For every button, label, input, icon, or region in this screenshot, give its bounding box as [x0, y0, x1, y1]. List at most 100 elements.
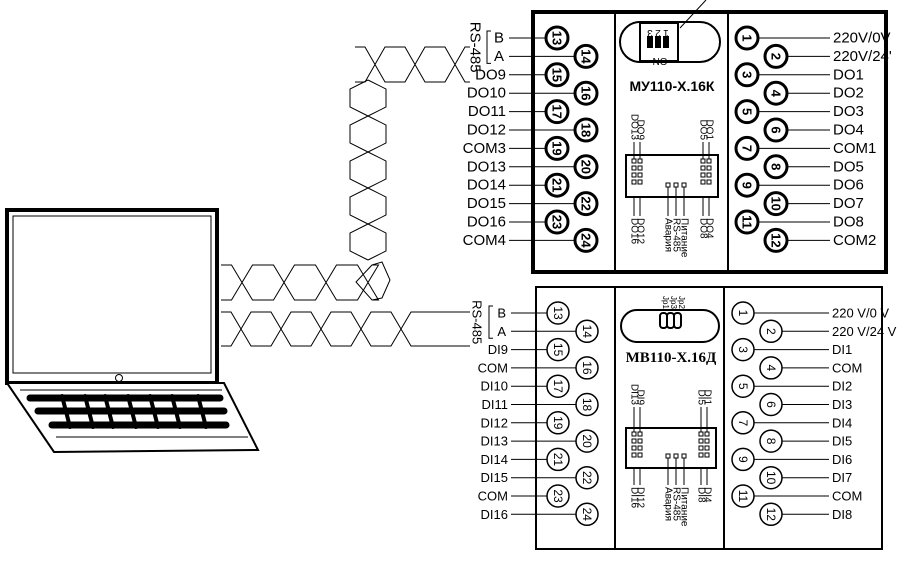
terminal-number: 21 [551, 453, 565, 467]
led-icon [698, 431, 704, 437]
laptop-icon [5, 208, 260, 454]
terminal-23[interactable] [544, 209, 570, 235]
terminal-23[interactable] [546, 484, 570, 508]
jumper-jp3[interactable] [666, 312, 675, 329]
terminal-label: COM2 [833, 232, 876, 249]
terminal-2[interactable] [759, 319, 783, 344]
terminal-16[interactable] [573, 80, 599, 106]
terminal-17[interactable] [546, 374, 570, 398]
terminal-17[interactable] [544, 99, 570, 125]
terminal-label: DI7 [832, 470, 852, 485]
terminal-7[interactable] [734, 135, 760, 161]
terminal-label: COM [832, 360, 862, 375]
led-icon [700, 172, 706, 178]
terminal-label: DO8 [833, 214, 864, 231]
terminal-13[interactable] [546, 301, 570, 325]
dip-on-label: ON [653, 55, 668, 66]
terminal-10[interactable] [763, 191, 789, 217]
terminal-number: 4 [764, 365, 778, 372]
led-label: DI13 [629, 384, 640, 406]
terminal-24[interactable] [573, 227, 599, 253]
jumper-jp1[interactable] [659, 312, 668, 329]
terminal-2[interactable] [763, 43, 789, 69]
status-led-label: RS-485 [671, 487, 682, 521]
terminal-9[interactable] [731, 447, 755, 472]
jumper-label-jp1: Jp1 [661, 296, 670, 309]
terminal-number: 16 [580, 361, 594, 375]
terminal-number: 23 [551, 489, 565, 503]
terminal-21[interactable] [546, 447, 570, 472]
terminal-number: 7 [736, 419, 750, 426]
terminal-22[interactable] [573, 191, 599, 217]
terminal-14[interactable] [575, 319, 599, 344]
led-icon [698, 438, 704, 444]
terminal-8[interactable] [759, 429, 783, 453]
terminal-label: A [497, 324, 506, 339]
terminal-number: 16 [579, 86, 594, 100]
terminal-20[interactable] [573, 154, 599, 180]
cable-segment-riser [349, 79, 387, 261]
terminal-15[interactable] [546, 337, 570, 362]
laptop-screen [12, 215, 212, 374]
terminal-number: 10 [764, 471, 778, 485]
terminal-number: 13 [550, 31, 565, 45]
terminal-18[interactable] [575, 392, 599, 417]
jumper-jp2[interactable] [673, 312, 682, 329]
terminal-14[interactable] [573, 43, 599, 69]
terminal-12[interactable] [759, 502, 783, 527]
terminal-19[interactable] [544, 135, 570, 161]
terminal-number: 15 [550, 68, 565, 82]
terminal-19[interactable] [546, 411, 570, 435]
terminal-label: DO15 [467, 195, 506, 212]
terminal-3[interactable] [734, 62, 760, 88]
terminal-label: B [497, 306, 506, 321]
terminal-20[interactable] [575, 429, 599, 453]
led-icon [631, 172, 637, 178]
terminal-1[interactable] [731, 301, 755, 325]
terminal-5[interactable] [731, 374, 755, 398]
terminal-number: 9 [736, 456, 750, 463]
led-icon [631, 179, 637, 185]
terminal-3[interactable] [731, 337, 755, 362]
led-icon [631, 158, 637, 164]
terminal-21[interactable] [544, 172, 570, 198]
terminal-label: COM [478, 360, 508, 375]
led-label: DI1 [702, 389, 713, 405]
terminal-7[interactable] [731, 411, 755, 435]
led-icon [637, 158, 643, 164]
terminal-label: 220 V/24 V [832, 324, 897, 339]
terminal-1[interactable] [734, 25, 760, 51]
terminal-6[interactable] [763, 117, 789, 143]
terminal-label: DI6 [832, 452, 852, 467]
terminal-11[interactable] [734, 209, 760, 235]
terminal-label: DO12 [467, 122, 506, 139]
terminal-18[interactable] [573, 117, 599, 143]
terminal-5[interactable] [734, 99, 760, 125]
terminal-number: 14 [580, 325, 594, 339]
terminal-number: 24 [580, 508, 594, 522]
led-icon [637, 438, 643, 444]
terminal-4[interactable] [759, 356, 783, 380]
led-label: DI16 [629, 487, 640, 509]
terminal-label: 220V/24' [833, 48, 892, 65]
terminal-9[interactable] [734, 172, 760, 198]
terminal-22[interactable] [575, 465, 599, 490]
terminal-10[interactable] [759, 465, 783, 490]
terminal-24[interactable] [575, 502, 599, 527]
terminal-4[interactable] [763, 80, 789, 106]
terminal-6[interactable] [759, 392, 783, 417]
terminal-8[interactable] [763, 154, 789, 180]
terminal-12[interactable] [763, 227, 789, 253]
terminal-16[interactable] [575, 356, 599, 380]
led-icon [665, 182, 671, 188]
led-label: DO13 [629, 114, 640, 141]
dip-switch[interactable] [639, 22, 679, 62]
terminal-15[interactable] [544, 62, 570, 88]
led-icon [631, 445, 637, 451]
terminal-11[interactable] [731, 484, 755, 508]
terminal-13[interactable] [544, 25, 570, 51]
terminal-number: 13 [551, 306, 565, 320]
jumper-label-jp2: Jp2 [677, 296, 686, 309]
terminal-label: DO10 [467, 85, 506, 102]
